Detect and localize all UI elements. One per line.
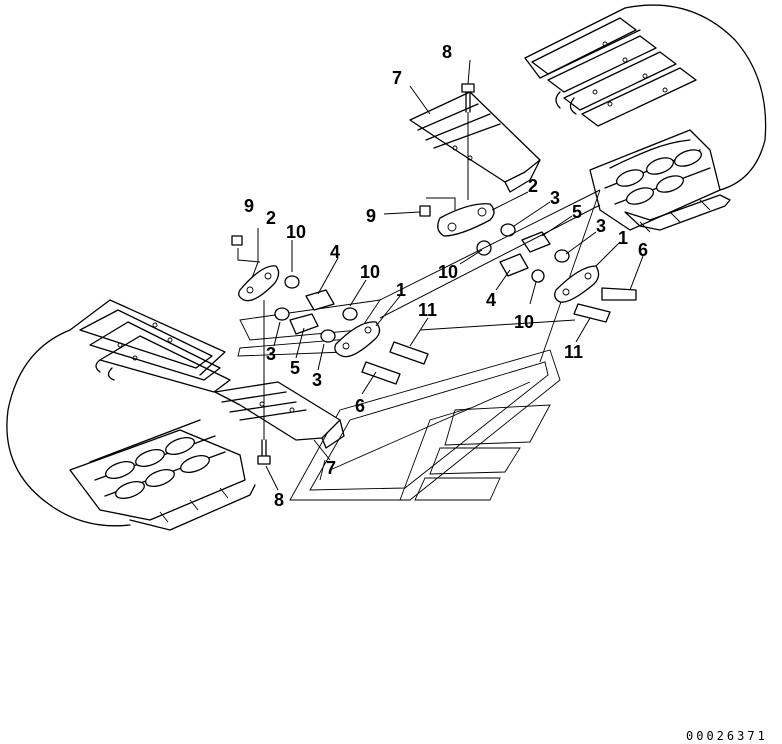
callout-3-right-a: 3 xyxy=(550,188,560,208)
callout-3-right-b: 3 xyxy=(596,216,606,236)
assembly-lines xyxy=(379,189,601,331)
callout-numbers: 8 7 2 3 9 5 3 1 6 10 4 10 11 9 2 10 4 10… xyxy=(244,42,648,510)
track-loop-upper-right xyxy=(524,4,767,233)
nut-upper xyxy=(419,197,456,217)
callout-10-mid: 10 xyxy=(438,262,458,282)
parts-left xyxy=(231,235,429,385)
callout-leaders xyxy=(251,59,644,491)
callout-10-left-a: 10 xyxy=(286,222,306,242)
link-upper xyxy=(437,203,495,237)
callout-2-right: 2 xyxy=(528,176,538,196)
callout-3-left-b: 3 xyxy=(312,370,322,390)
callout-9-right: 9 xyxy=(366,206,376,226)
drawing-code: 00026371 xyxy=(686,729,768,743)
callout-11-left: 11 xyxy=(418,300,437,320)
callout-7-top: 7 xyxy=(392,68,402,88)
callout-5-right: 5 xyxy=(572,202,582,222)
callout-6-right: 6 xyxy=(638,240,648,260)
callout-8-bottom: 8 xyxy=(274,490,284,510)
callout-4-left: 4 xyxy=(330,242,340,262)
parts-right xyxy=(476,223,637,323)
callout-1-right: 1 xyxy=(618,228,628,248)
track-loop-lower-left xyxy=(6,299,256,531)
shoe-lower xyxy=(214,381,345,449)
callout-11-right: 11 xyxy=(564,342,583,362)
callout-8-top: 8 xyxy=(442,42,452,62)
callout-1-left: 1 xyxy=(396,280,406,300)
callout-4-right: 4 xyxy=(486,290,496,310)
callout-6-left: 6 xyxy=(355,396,365,416)
callout-2-left: 2 xyxy=(266,208,276,228)
callout-7-bottom: 7 xyxy=(326,458,336,478)
callout-10-left-b: 10 xyxy=(360,262,380,282)
callout-10-right: 10 xyxy=(514,312,534,332)
shoe-upper xyxy=(409,91,541,193)
callout-9-left: 9 xyxy=(244,196,254,216)
callout-5-left: 5 xyxy=(290,358,300,378)
bolt-lower xyxy=(257,300,271,465)
callout-3-left-a: 3 xyxy=(266,344,276,364)
